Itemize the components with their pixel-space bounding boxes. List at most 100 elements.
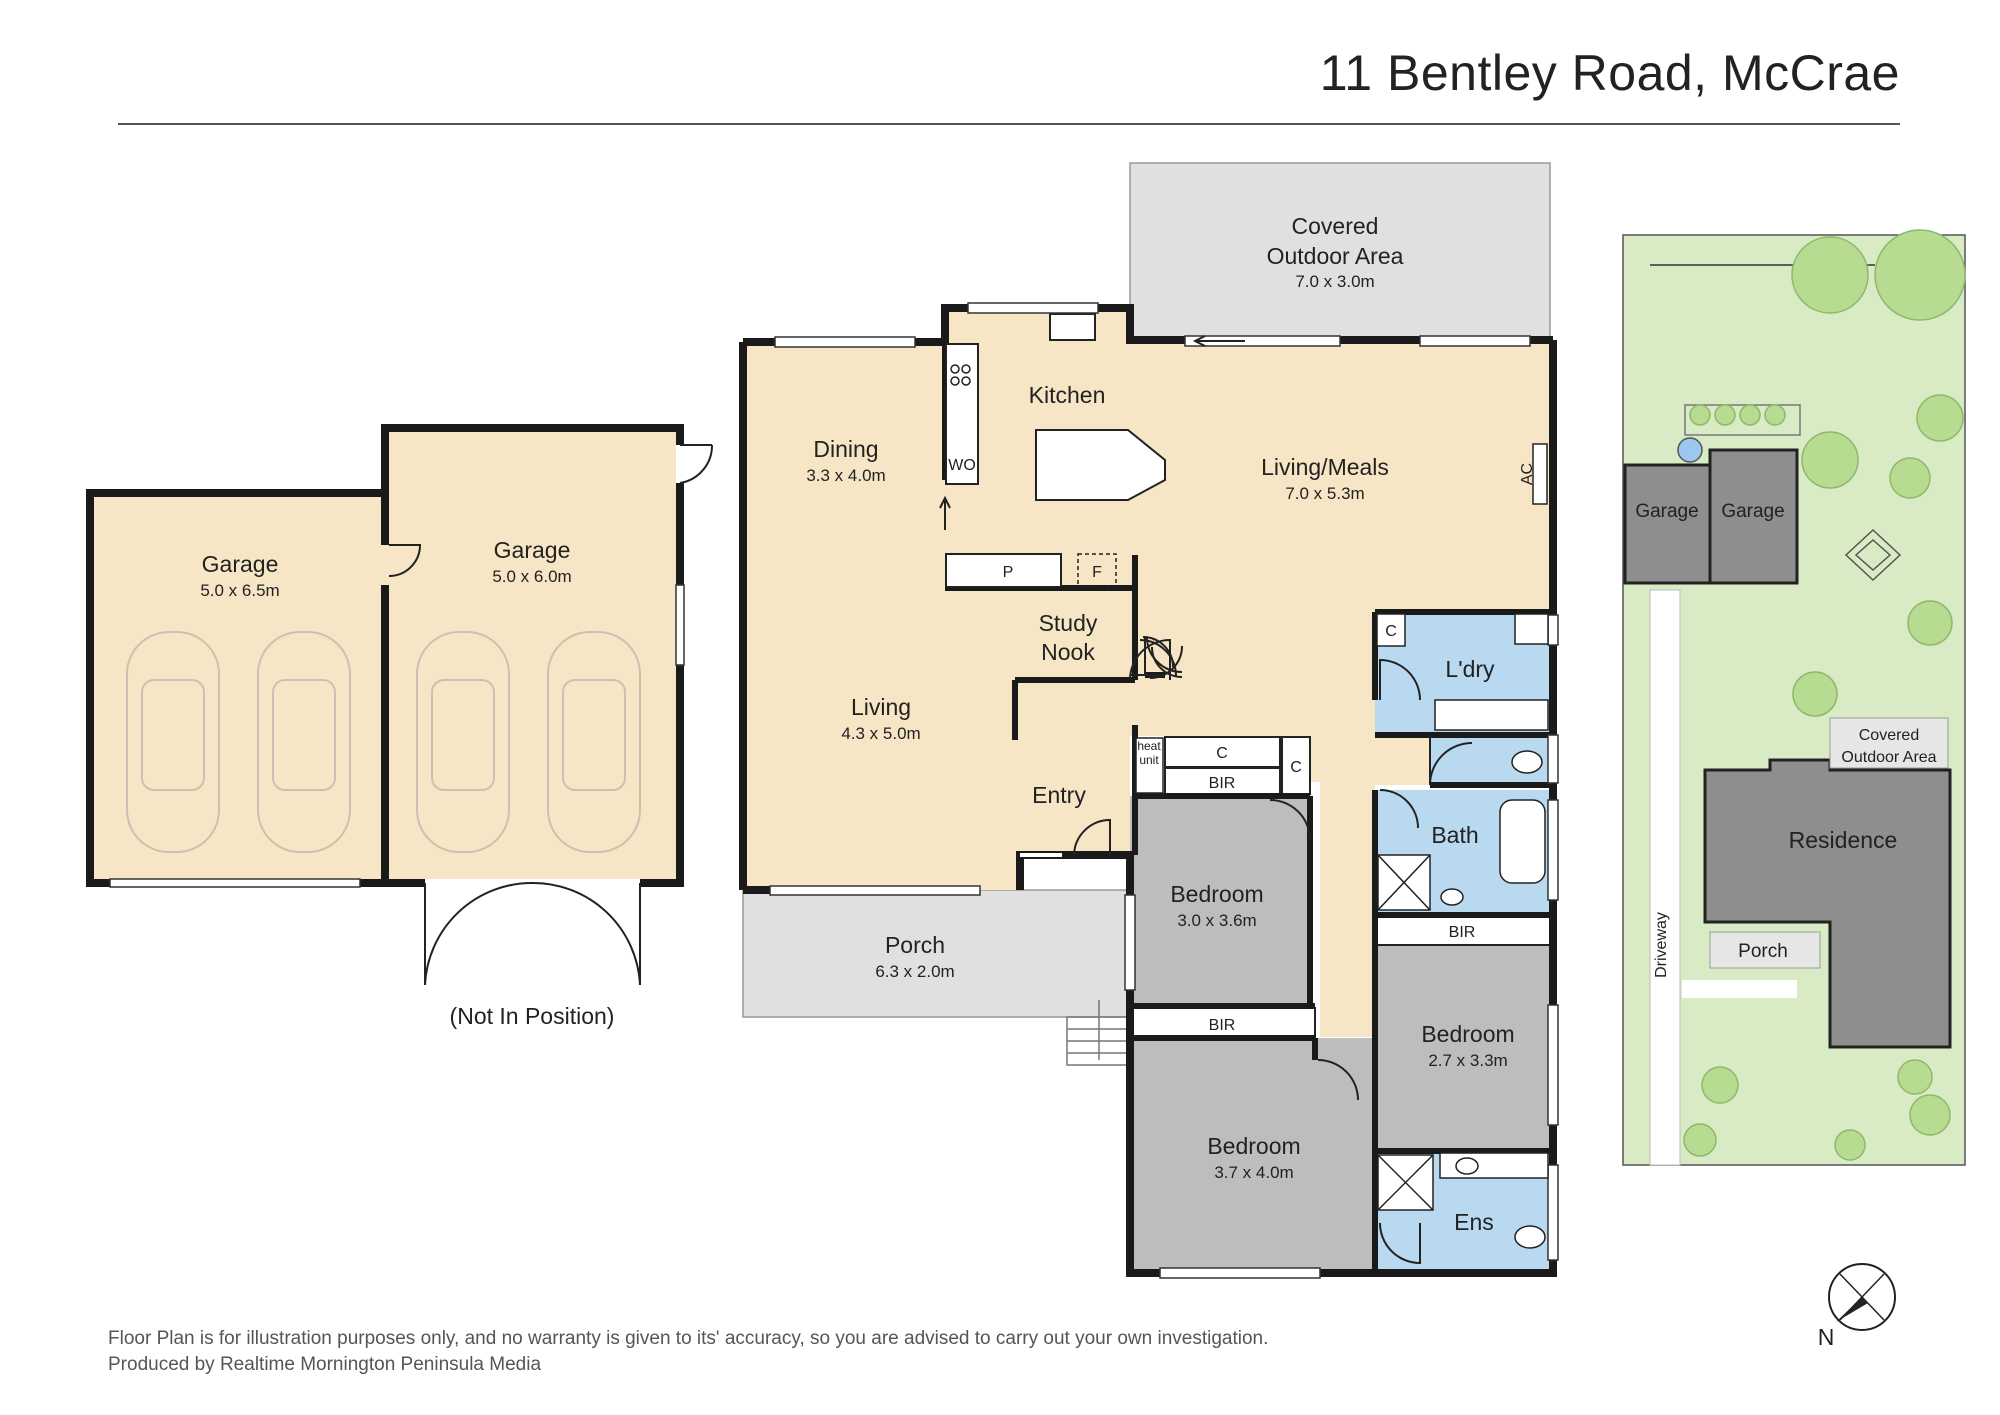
living-name: Living: [851, 694, 911, 720]
laundry-cupboard: [1376, 613, 1406, 647]
living-meals-dim: 7.0 x 5.3m: [1285, 484, 1364, 503]
covered-outdoor-name-2: Outdoor Area: [1267, 243, 1404, 269]
site-residence-label: Residence: [1789, 827, 1898, 853]
heat-unit: [1135, 737, 1164, 794]
ensuite-toilet: [1514, 1225, 1546, 1249]
bedroom-2-dim: 2.7 x 3.3m: [1428, 1051, 1507, 1070]
heat-unit-label-1: heat: [1137, 739, 1161, 753]
heat-unit-label-2: unit: [1139, 753, 1159, 767]
garage-right-dim: 5.0 x 6.0m: [492, 567, 571, 586]
porch-area: [742, 889, 1131, 1018]
ensuite-shower: [1377, 1154, 1434, 1211]
bath-shower: [1377, 854, 1431, 911]
not-in-position-note: (Not In Position): [450, 1003, 615, 1029]
cupboard-label-hall-2: C: [1290, 759, 1302, 776]
garage-internal-door: [388, 544, 422, 577]
kitchen-arrow: [939, 495, 951, 530]
disclaimer: Floor Plan is for illustration purposes …: [108, 1326, 1268, 1378]
covered-outdoor-area: [1129, 162, 1551, 342]
bathtub: [1499, 799, 1546, 884]
pantry: [945, 553, 1062, 588]
site-covered-label-1: Covered: [1859, 727, 1919, 744]
ac-label: AC: [1519, 463, 1536, 485]
site-garage-1-label: Garage: [1635, 501, 1698, 522]
study-nook-name-1: Study: [1039, 610, 1098, 636]
ensuite-name: Ens: [1454, 1209, 1494, 1235]
garage-side-window: [675, 584, 685, 666]
site-porch: [1709, 931, 1821, 969]
study-nook-name-2: Nook: [1041, 639, 1095, 665]
disclaimer-line-1: Floor Plan is for illustration purposes …: [108, 1328, 1269, 1349]
bir-label-bedroom-1: BIR: [1209, 775, 1236, 792]
bedroom-1-floor: [1130, 796, 1310, 1006]
doors: [1073, 636, 1473, 1265]
ensuite-basin: [1455, 1157, 1479, 1175]
car-3: [416, 631, 510, 853]
cupboard-label-hall: C: [1216, 745, 1228, 762]
porch-dim: 6.3 x 2.0m: [875, 962, 954, 981]
bir-bedroom-2-floor: [1374, 914, 1551, 946]
laundry-tub: [1514, 613, 1549, 645]
ac-unit: [1532, 443, 1548, 505]
site-residence: [1703, 758, 1952, 1049]
bedroom-3-dim: 3.7 x 4.0m: [1214, 1163, 1293, 1182]
cars: [126, 631, 641, 853]
site-covered-area: [1829, 717, 1949, 769]
bedroom-3-name: Bedroom: [1207, 1133, 1300, 1159]
garage-rear-door-gap: [676, 445, 684, 483]
kitchen-sink: [1049, 313, 1096, 341]
garage-window: [109, 878, 361, 888]
residence-plan: Covered Outdoor Area 7.0 x 3.0m Dining 3…: [739, 162, 1559, 1279]
garage-right-name: Garage: [494, 537, 571, 563]
living-dim: 4.3 x 5.0m: [841, 724, 920, 743]
sliding-door-arrow: [1192, 335, 1245, 347]
driveway: [1649, 589, 1681, 1166]
compass-north-label: N: [1818, 1324, 1835, 1350]
bir-label-bedroom-3: BIR: [1209, 1017, 1236, 1034]
garage-door-gap: [381, 545, 389, 585]
car-1: [126, 631, 220, 853]
site-gazebo: [1844, 528, 1902, 582]
c-cupboard-floor: [1164, 736, 1281, 768]
site-driveway-label: Driveway: [1653, 912, 1670, 978]
wc-toilet: [1511, 750, 1543, 774]
site-garden-bed: [1684, 404, 1801, 436]
site-garage-2: [1708, 448, 1799, 585]
bir-bedroom-1-floor: [1164, 767, 1281, 795]
bedroom-2-floor: [1375, 946, 1550, 1151]
site-path: [1682, 980, 1797, 998]
compass-needle: [1836, 1297, 1868, 1322]
bath-vanity-basin: [1440, 888, 1464, 906]
c-cupboard-2-floor: [1281, 736, 1311, 795]
pantry-label: P: [1003, 564, 1014, 581]
dining-name: Dining: [813, 436, 878, 462]
garages: Garage 5.0 x 6.5m Garage 5.0 x 6.0m (Not…: [86, 424, 714, 1029]
site-tank: [1677, 437, 1703, 463]
bedroom-1-name: Bedroom: [1170, 881, 1263, 907]
covered-outdoor-name-1: Covered: [1292, 213, 1379, 239]
garage-right-floor: [385, 428, 680, 883]
site-garage-1: [1623, 463, 1712, 585]
bedroom-1-dim: 3.0 x 3.6m: [1177, 911, 1256, 930]
north-compass: N: [1818, 1263, 1896, 1350]
covered-outdoor-dim: 7.0 x 3.0m: [1295, 272, 1374, 291]
dining-dim: 3.3 x 4.0m: [806, 466, 885, 485]
site-covered-label-2: Outdoor Area: [1841, 749, 1936, 766]
cupboard-label-laundry: C: [1385, 623, 1397, 640]
windows: [769, 302, 1559, 1279]
site-porch-label: Porch: [1738, 941, 1788, 962]
garage-swing-doors: [424, 881, 641, 986]
bedroom-2-name: Bedroom: [1421, 1021, 1514, 1047]
laundry-name: L'dry: [1445, 656, 1495, 682]
kitchen-name: Kitchen: [1029, 382, 1106, 408]
car-4: [547, 631, 641, 853]
garage-rear-door: [679, 444, 714, 484]
garage-left-floor: [90, 493, 385, 883]
porch-name: Porch: [885, 932, 945, 958]
living-meals-name: Living/Meals: [1261, 454, 1389, 480]
site-trees: [1683, 229, 1966, 1161]
entry-name: Entry: [1032, 782, 1086, 808]
site-plan: Garage Garage Covered Outdoor Area Resid…: [1622, 229, 1966, 1166]
fridge-label: F: [1092, 564, 1102, 581]
